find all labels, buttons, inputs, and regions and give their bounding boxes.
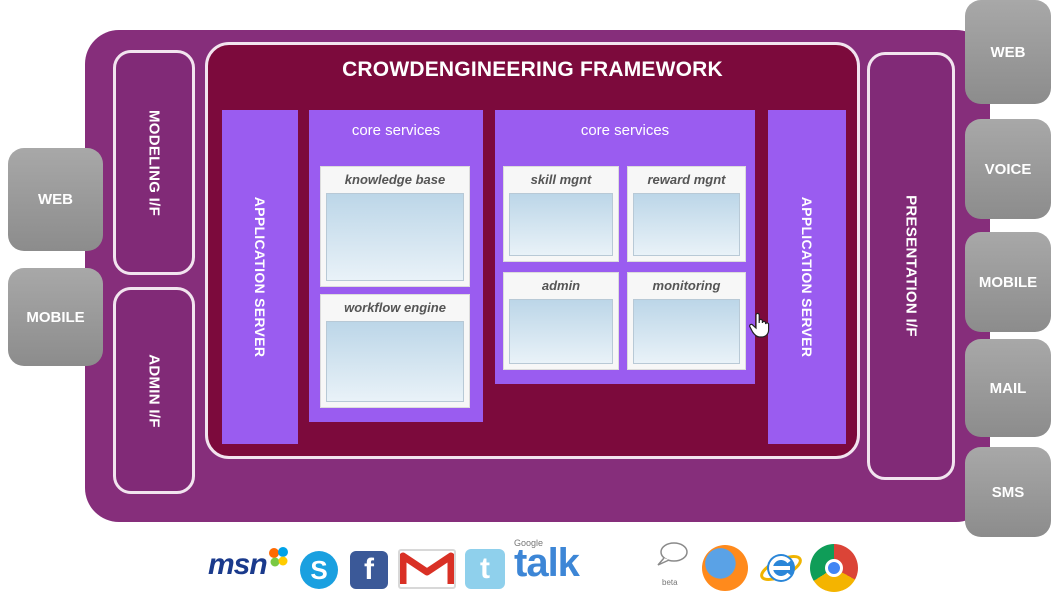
gmail-icon: [398, 549, 456, 589]
service-card-body: [509, 299, 613, 364]
channel-label: MOBILE: [26, 308, 85, 326]
admin-interface: ADMIN I/F: [113, 287, 195, 494]
modeling-interface-label: MODELING I/F: [145, 109, 163, 216]
service-card-monitoring: monitoring: [627, 272, 746, 370]
google-talk-beta: beta: [662, 578, 678, 587]
channel-right-mobile: MOBILE: [965, 232, 1051, 332]
service-card-body: [633, 193, 740, 256]
service-card-label: reward mgnt: [647, 172, 726, 187]
application-server-label: APPLICATION SERVER: [799, 196, 815, 358]
twitter-glyph: t: [480, 552, 490, 585]
service-card-knowledge-base: knowledge base: [320, 166, 470, 287]
application-server-left: APPLICATION SERVER: [222, 110, 298, 444]
channel-right-mail: MAIL: [965, 339, 1051, 437]
presentation-interface: PRESENTATION I/F: [867, 52, 955, 480]
service-card-reward-mgnt: reward mgnt: [627, 166, 746, 262]
admin-interface-label: ADMIN I/F: [145, 353, 163, 428]
service-card-label: knowledge base: [344, 172, 446, 187]
google-talk-icon: talk: [514, 541, 580, 585]
core-services-title: core services: [580, 122, 670, 139]
core-services-title: core services: [351, 122, 441, 139]
channel-label: MOBILE: [978, 273, 1038, 291]
hand-cursor-icon: [749, 312, 771, 338]
presentation-interface-label: PRESENTATION I/F: [902, 195, 920, 337]
facebook-icon: f: [350, 551, 388, 589]
framework-title: CROWDENGINEERING FRAMEWORK: [342, 58, 723, 81]
channel-left-mobile: MOBILE: [8, 268, 103, 366]
chrome-center-icon: [825, 559, 843, 577]
msn-butterfly-icon: [268, 546, 290, 568]
internet-explorer-icon: [758, 544, 804, 597]
service-card-body: [509, 193, 613, 256]
service-card-body: [326, 193, 464, 281]
channel-left-web: WEB: [8, 148, 103, 251]
service-card-label: skill mgnt: [530, 172, 592, 187]
twitter-icon: t: [465, 549, 505, 589]
speech-bubble-icon: [655, 541, 689, 567]
skype-glyph: S: [310, 554, 328, 585]
service-card-workflow-engine: workflow engine: [320, 294, 470, 408]
skype-icon: S: [300, 551, 338, 589]
service-card-body: [633, 299, 740, 364]
application-server-label: APPLICATION SERVER: [252, 196, 268, 358]
service-card-admin: admin: [503, 272, 619, 370]
modeling-interface: MODELING I/F: [113, 50, 195, 275]
facebook-glyph: f: [364, 553, 374, 586]
firefox-icon: [702, 545, 748, 591]
service-card-label: monitoring: [652, 278, 721, 293]
service-card-skill-mgnt: skill mgnt: [503, 166, 619, 262]
channel-label: WEB: [38, 191, 73, 208]
msn-icon: msn: [208, 548, 268, 582]
application-server-right: APPLICATION SERVER: [768, 110, 846, 444]
google-talk-brand: Google: [514, 538, 544, 548]
channel-label: VOICE: [984, 160, 1032, 178]
service-card-label: admin: [541, 278, 581, 293]
channel-right-sms: SMS: [965, 447, 1051, 537]
channel-right-web: WEB: [965, 0, 1051, 104]
msn-wordmark: msn: [208, 548, 268, 581]
channel-right-voice: VOICE: [965, 119, 1051, 219]
channel-label: MAIL: [989, 379, 1027, 397]
channel-label: SMS: [991, 483, 1025, 501]
service-card-body: [326, 321, 464, 402]
service-card-label: workflow engine: [344, 300, 446, 315]
channel-label: WEB: [990, 43, 1026, 61]
